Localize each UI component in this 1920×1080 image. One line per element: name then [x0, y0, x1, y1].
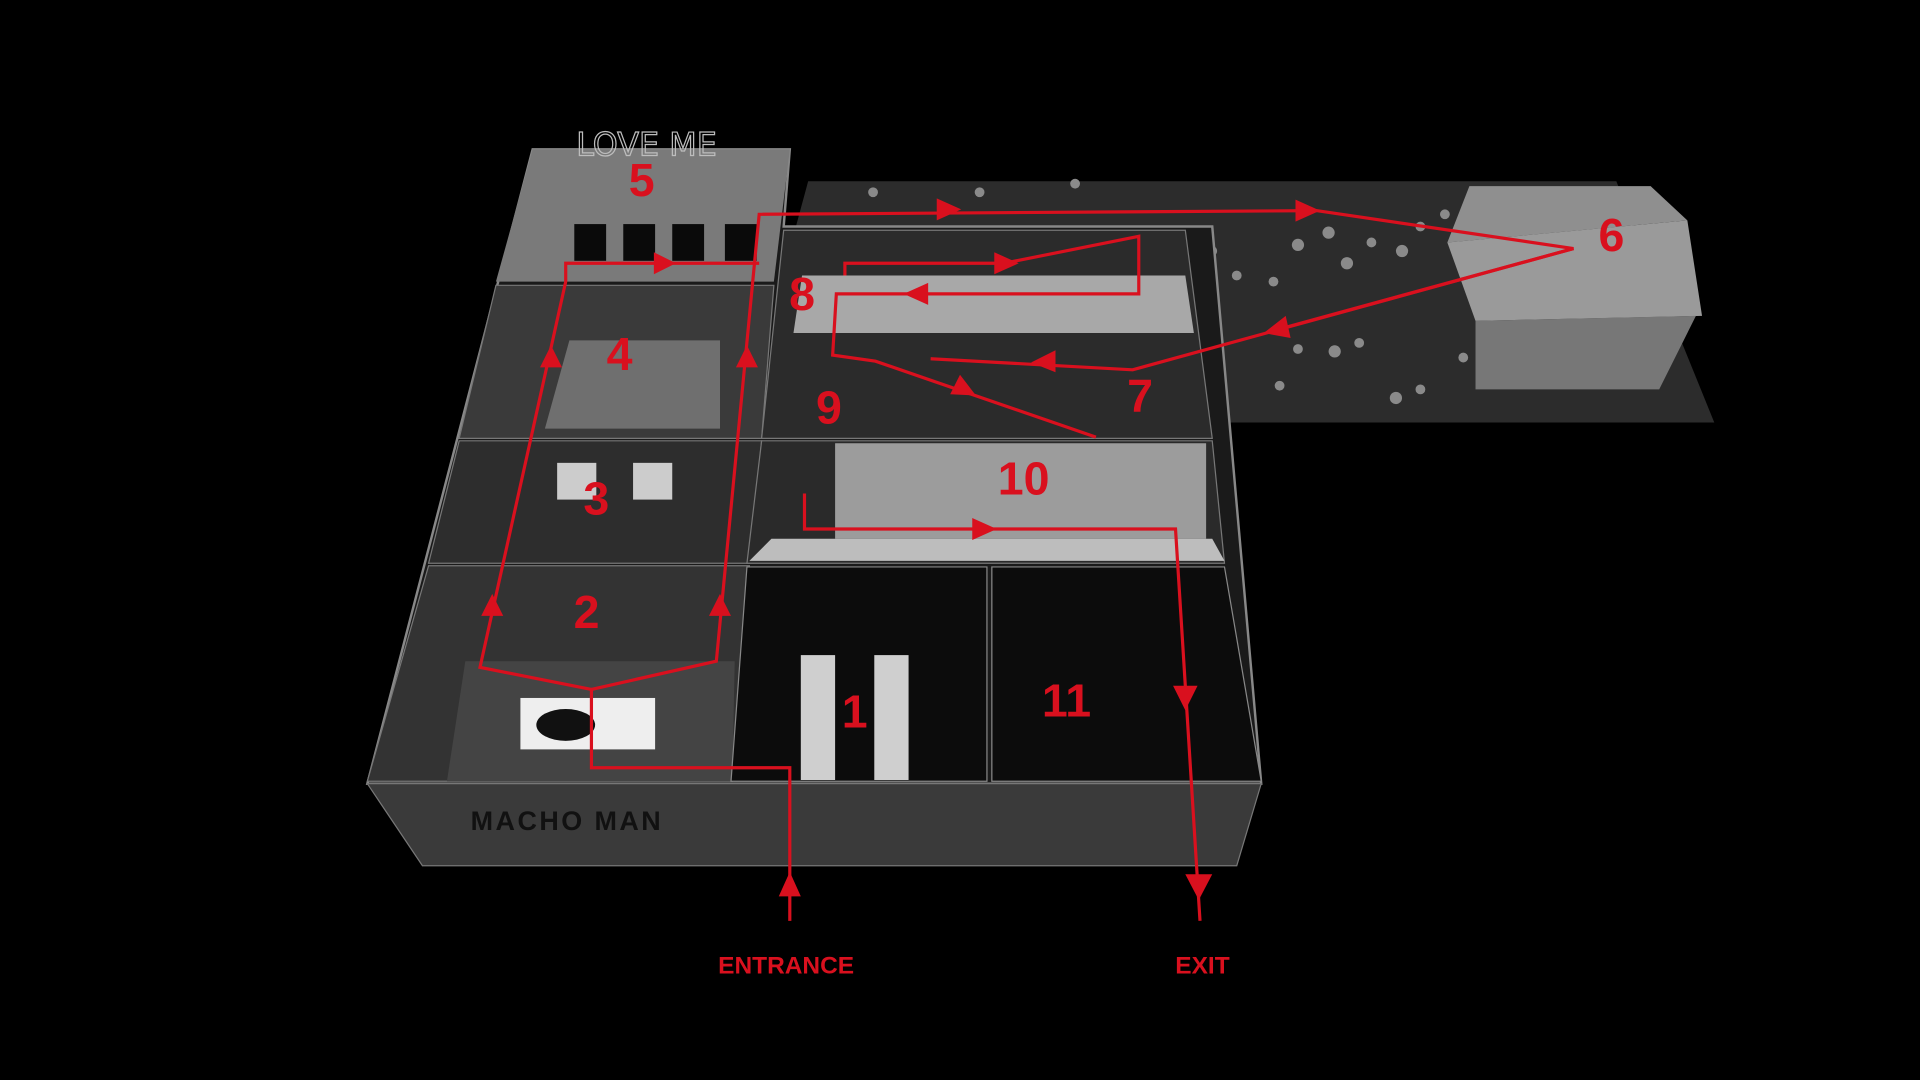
entrance-label: ENTRANCE [718, 952, 854, 979]
room-1 [730, 566, 988, 782]
love-me-sign: LOVE ME [576, 126, 717, 164]
room-number-8: 8 [789, 268, 815, 320]
visitor-route [478, 198, 1574, 921]
room-11 [991, 566, 1262, 782]
macho-man-sign: MACHO MAN [471, 806, 664, 836]
photo-wall [835, 443, 1207, 539]
room-number-11: 11 [1042, 674, 1091, 726]
exit-label: EXIT [1175, 952, 1229, 979]
room-number-2: 2 [574, 586, 600, 638]
mezzanine [793, 275, 1194, 334]
room-number-5: 5 [629, 154, 655, 206]
room-number-7: 7 [1127, 369, 1153, 421]
room-number-3: 3 [583, 472, 609, 524]
chickens [868, 178, 1469, 405]
room-number-9: 9 [816, 382, 842, 434]
room-number-6: 6 [1598, 209, 1624, 261]
room-5-wall [495, 149, 790, 282]
room-number-4: 4 [607, 328, 633, 380]
route-arrows [481, 198, 1320, 900]
room-numbers: 1 2 3 4 5 6 7 8 9 10 11 [574, 154, 1625, 737]
room-number-1: 1 [842, 685, 868, 737]
chicken-shed [1447, 186, 1703, 390]
room-number-10: 10 [998, 453, 1050, 505]
front-wall [366, 783, 1263, 867]
chairs [574, 224, 757, 261]
